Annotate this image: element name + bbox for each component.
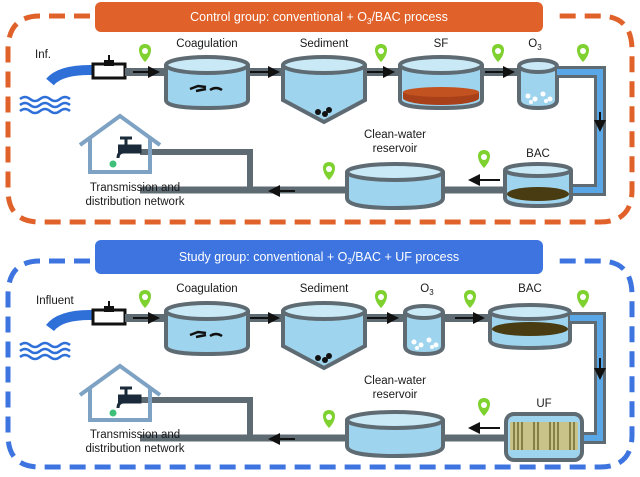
ozone-label: O3 <box>528 38 542 52</box>
reservoir-label-line1: Clean-water <box>364 129 426 141</box>
sampling-point-marker[interactable] <box>577 44 589 62</box>
influent-label: Influent <box>36 295 75 307</box>
control-group-panel: Control group: conventional + O3/BAC pro… <box>5 2 635 225</box>
outlet-label-line2: distribution network <box>85 443 184 455</box>
bac-tank: BAC <box>488 283 572 351</box>
valve-icon <box>91 301 127 326</box>
coagulation-label: Coagulation <box>176 283 237 295</box>
sampling-point-marker[interactable] <box>323 410 335 428</box>
sf-tank: SF <box>398 38 484 111</box>
bac-label: BAC <box>526 148 550 160</box>
sampling-point-marker[interactable] <box>375 290 387 308</box>
study-title-banner <box>95 240 543 274</box>
ozone-label: O3 <box>420 283 434 297</box>
clean-water-reservoir: Clean-water reservoir <box>345 375 445 459</box>
sediment-tank: Sediment <box>281 283 367 371</box>
ozone-tank: O3 <box>517 38 559 111</box>
control-title: Control group: conventional + O3/BAC pro… <box>190 10 448 26</box>
outlet-label-line1: Transmission and <box>90 429 180 441</box>
reservoir-label-line2: reservoir <box>373 389 418 401</box>
sampling-point-marker[interactable] <box>139 290 151 308</box>
influent-water-icon <box>19 310 100 361</box>
bac-tank: BAC <box>503 148 573 209</box>
sampling-points <box>139 44 589 180</box>
coagulation-tank: Coagulation <box>164 283 250 357</box>
sampling-point-marker[interactable] <box>464 290 476 308</box>
valve-icon <box>91 55 127 80</box>
control-title-banner <box>95 2 543 32</box>
reservoir-label-line2: reservoir <box>373 143 418 155</box>
coagulation-tank: Coagulation <box>164 38 250 111</box>
study-dashed-border <box>5 258 635 470</box>
reservoir-label-line1: Clean-water <box>364 375 426 387</box>
sediment-tank: Sediment <box>281 38 367 125</box>
uf-module: UF <box>504 398 584 462</box>
clean-water-reservoir: Clean-water reservoir <box>345 129 445 211</box>
sampling-point-marker[interactable] <box>139 44 151 62</box>
study-title: Study group: conventional + O3/BAC + UF … <box>179 250 459 266</box>
sampling-point-marker[interactable] <box>492 44 504 62</box>
house-tap-icon <box>78 363 162 422</box>
coagulation-label: Coagulation <box>176 38 237 50</box>
sampling-point-marker[interactable] <box>323 162 335 180</box>
sampling-point-marker[interactable] <box>478 398 490 416</box>
sediment-label: Sediment <box>300 38 349 50</box>
sf-label: SF <box>434 38 449 50</box>
uf-label: UF <box>536 398 551 410</box>
bac-label: BAC <box>518 283 542 295</box>
sampling-points <box>139 290 589 428</box>
sediment-label: Sediment <box>300 283 349 295</box>
house-tap-icon <box>78 113 162 174</box>
control-dashed-border <box>5 13 635 225</box>
outlet-label-line1: Transmission and <box>90 182 180 194</box>
sampling-point-marker[interactable] <box>375 44 387 62</box>
outlet-label-line2: distribution network <box>85 196 184 208</box>
sampling-point-marker[interactable] <box>478 150 490 168</box>
ozone-tank: O3 <box>403 283 445 357</box>
study-group-panel: Study group: conventional + O3/BAC + UF … <box>5 240 635 470</box>
influent-water-icon <box>19 65 100 115</box>
sampling-point-marker[interactable] <box>577 290 589 308</box>
influent-label: Inf. <box>35 49 51 61</box>
